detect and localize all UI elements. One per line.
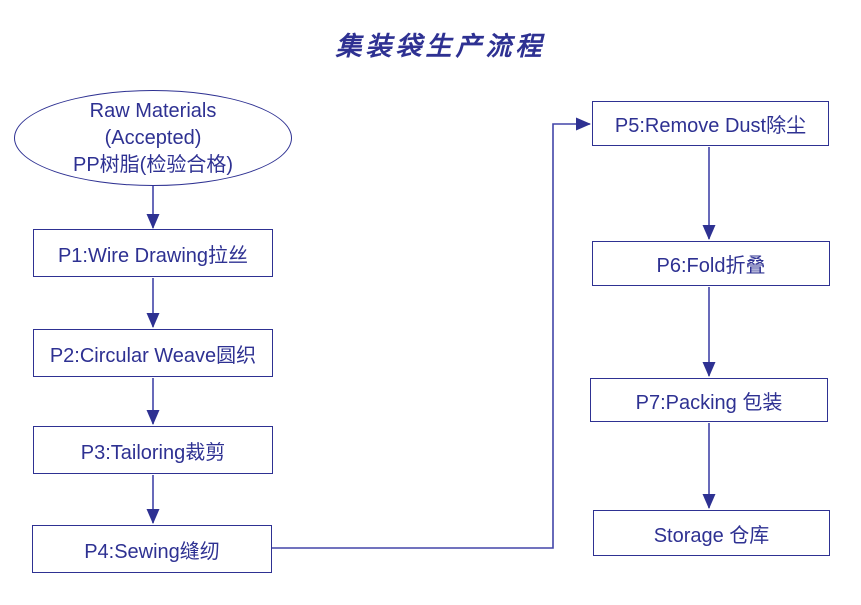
process-box-storage: Storage 仓库 <box>593 510 830 556</box>
process-box-p4: P4:Sewing缝纫 <box>32 525 272 573</box>
process-label-p1: P1:Wire Drawing拉丝 <box>57 244 249 267</box>
process-box-p6: P6:Fold折叠 <box>592 241 830 286</box>
process-label-storage: Storage 仓库 <box>653 524 770 547</box>
start-ellipse: Raw Materials (Accepted) PP树脂(检验合格) <box>14 90 292 186</box>
process-label-p5: P5:Remove Dust除尘 <box>614 115 807 137</box>
start-line-3: PP树脂(检验合格) <box>73 153 233 176</box>
start-line-1: Raw Materials <box>89 99 217 122</box>
process-label-p4: P4:Sewing缝纫 <box>84 540 220 563</box>
connector-p4-to-p5 <box>272 117 591 549</box>
process-label-p3: P3:Tailoring裁剪 <box>80 441 226 464</box>
process-box-p3: P3:Tailoring裁剪 <box>33 426 273 474</box>
flowchart-title: 集装袋生产流程 <box>335 32 546 62</box>
process-label-p6: P6:Fold折叠 <box>656 255 766 277</box>
process-box-p5: P5:Remove Dust除尘 <box>592 101 829 146</box>
process-box-p2: P2:Circular Weave圆织 <box>33 329 273 377</box>
process-label-p7: P7:Packing 包装 <box>635 391 783 414</box>
process-box-p1: P1:Wire Drawing拉丝 <box>33 229 273 277</box>
start-line-2: (Accepted) <box>104 126 202 149</box>
process-box-p7: P7:Packing 包装 <box>590 378 828 422</box>
process-label-p2: P2:Circular Weave圆织 <box>49 344 257 367</box>
